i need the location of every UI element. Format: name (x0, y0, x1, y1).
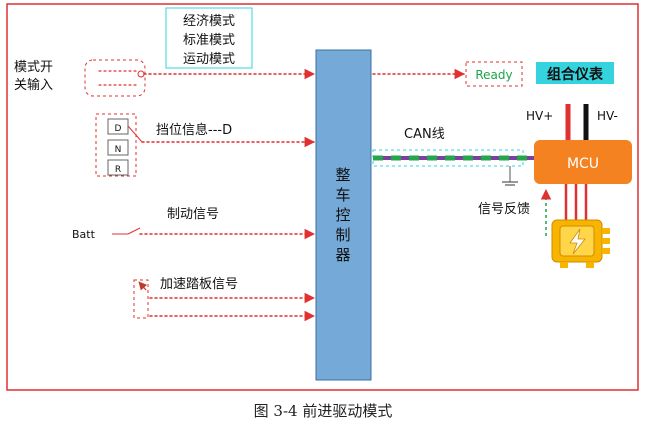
cluster-highlight (536, 62, 614, 84)
mcu-label: MCU (567, 156, 599, 172)
figure-caption: 图 3-4 前进驱动模式 (254, 402, 393, 420)
vcu-char-3: 控 (335, 206, 350, 224)
mcu-block (534, 140, 632, 184)
mode-switch-label-line1: 模式开 (14, 60, 53, 75)
accel-label: 加速踏板信号 (160, 277, 238, 292)
batt-label: Batt (72, 228, 96, 241)
gear-key-d-label: D (115, 124, 122, 134)
feedback-label: 信号反馈 (478, 202, 530, 217)
vcu-char-1: 整 (335, 166, 350, 184)
vcu-char-4: 制 (335, 226, 350, 244)
ready-box (465, 61, 523, 87)
vcu-char-2: 车 (335, 186, 350, 204)
ready-label: Ready (475, 68, 512, 82)
vcu-block (315, 49, 372, 381)
cluster-label: 组合仪表 (547, 66, 604, 83)
mode-box (165, 7, 253, 69)
mode-switch-node (137, 70, 145, 78)
accel-wiper (138, 281, 148, 291)
mode-economy: 经济模式 (183, 14, 235, 29)
accel-box (133, 279, 149, 319)
motor-icon (551, 219, 610, 268)
gear-key-r-label: R (115, 165, 121, 175)
mode-standard: 标准模式 (183, 33, 235, 48)
hv-minus-label: HV- (597, 109, 618, 123)
gear-key-r (107, 159, 129, 176)
mode-sport: 运动模式 (183, 52, 235, 67)
mode-switch-box (84, 59, 146, 97)
gear-wire (127, 125, 143, 143)
gear-key-n-label: N (115, 145, 122, 155)
gear-box (95, 113, 137, 177)
hv-plus-label: HV+ (526, 109, 553, 123)
brake-switch-blade (127, 227, 141, 235)
mode-switch-label-line2: 关输入 (14, 77, 53, 93)
brake-label: 制动信号 (167, 207, 219, 222)
can-label: CAN线 (404, 127, 445, 142)
vcu-char-5: 器 (335, 246, 350, 264)
gear-key-n (107, 139, 129, 156)
outer-frame (6, 3, 639, 391)
gear-label: 挡位信息---D (156, 122, 232, 138)
